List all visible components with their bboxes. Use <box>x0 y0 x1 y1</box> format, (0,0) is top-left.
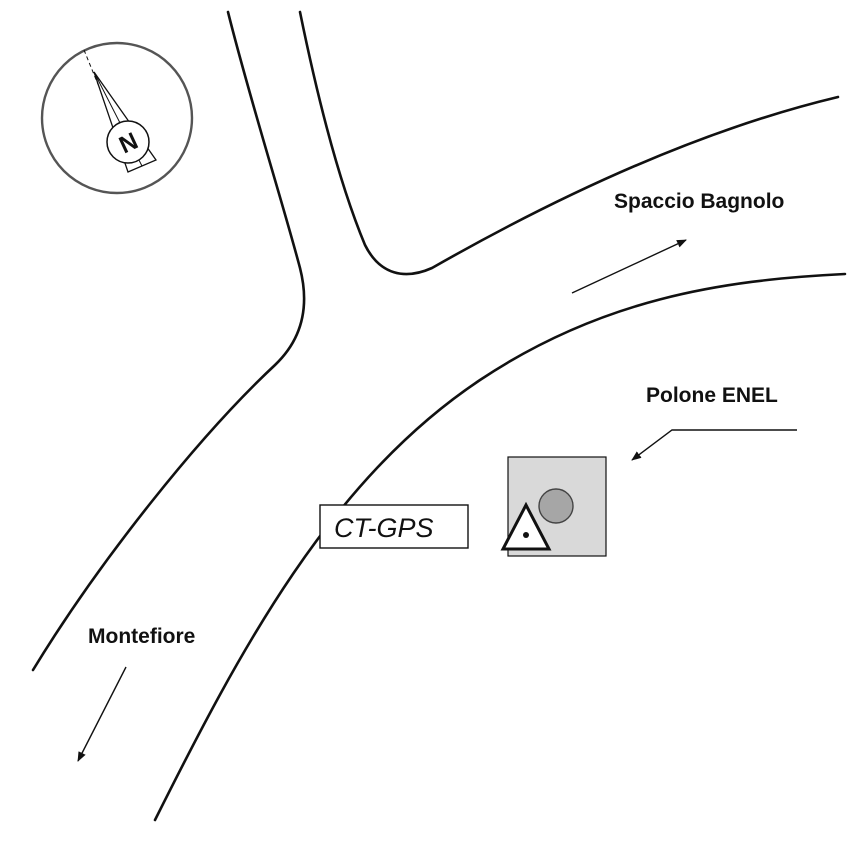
compass: N <box>40 41 194 195</box>
station-label-box: CT-GPS <box>319 504 469 549</box>
compass-n-circle <box>106 120 150 164</box>
label-spaccio-bagnolo: Spaccio Bagnolo <box>614 190 784 213</box>
pole-area <box>500 456 607 557</box>
direction-arrow-icon <box>77 666 127 762</box>
gps-station-triangle-icon <box>500 501 552 551</box>
compass-ring <box>40 41 194 195</box>
label-ct-gps: CT-GPS <box>334 513 434 543</box>
road-network <box>31 10 847 822</box>
road-edge-lower <box>153 272 847 822</box>
road-edge-upper-right <box>298 10 840 276</box>
label-montefiore: Montefiore <box>88 625 195 648</box>
label-polone-enel: Polone ENEL <box>646 384 778 407</box>
pole-circle-icon <box>538 488 574 524</box>
direction-arrow-icon <box>571 239 687 294</box>
direction-arrow-icon <box>631 429 797 461</box>
road-edge-upper-left <box>31 10 306 672</box>
